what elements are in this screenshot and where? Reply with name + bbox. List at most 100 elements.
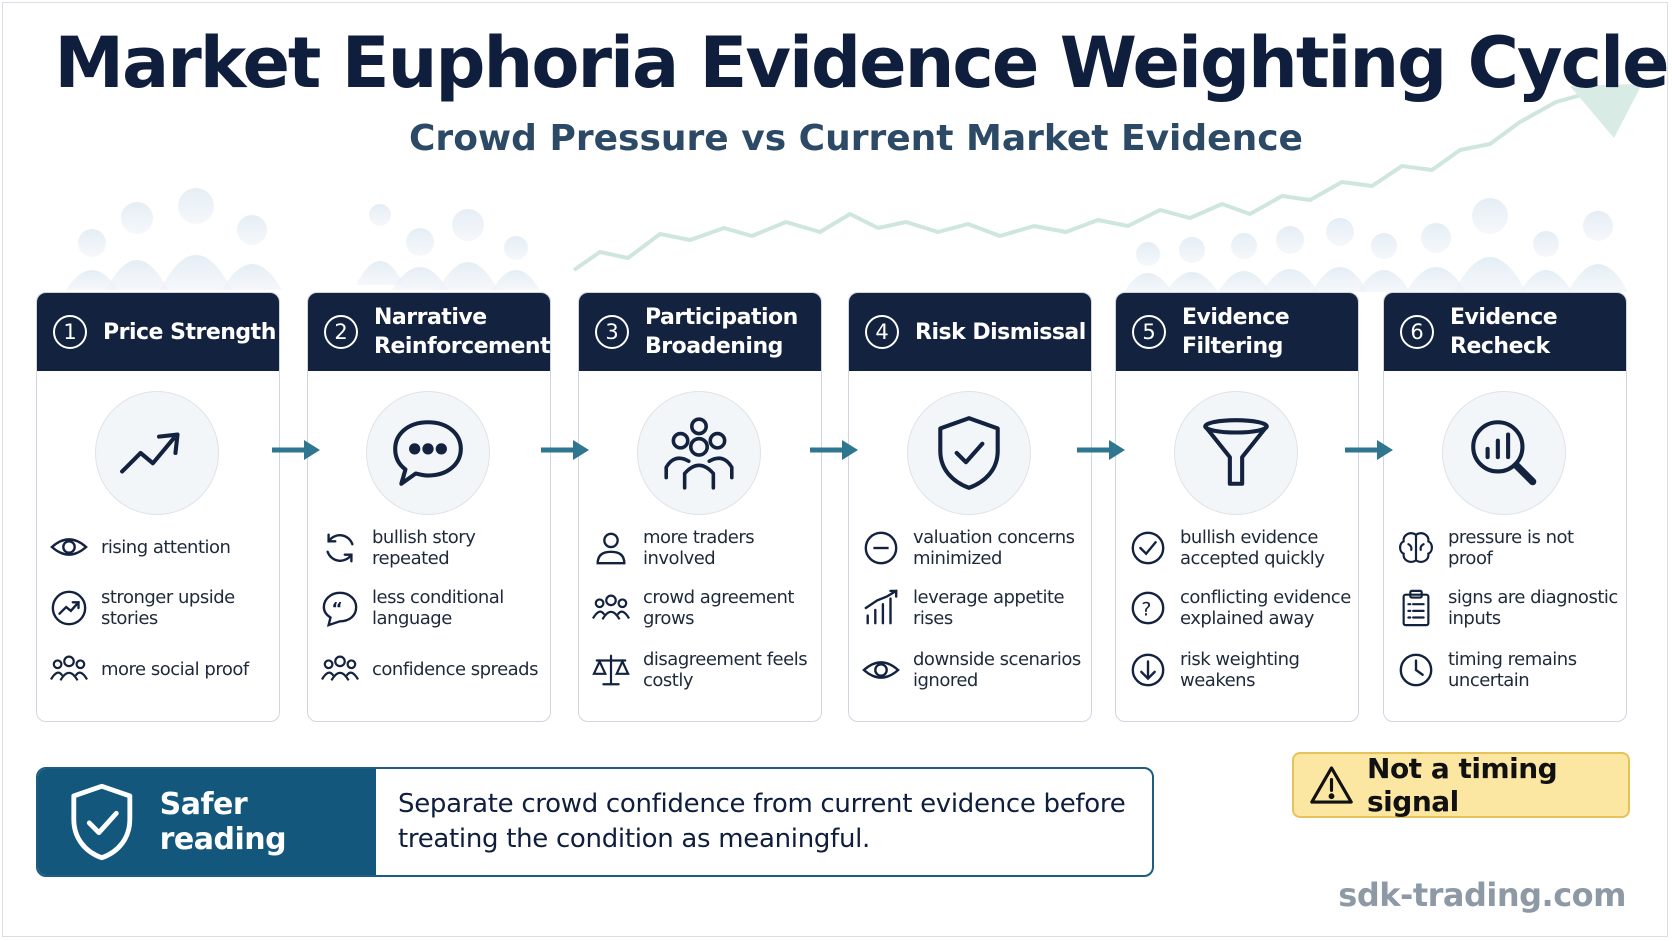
clipboard-icon <box>1396 588 1436 628</box>
funnel-icon <box>1174 391 1298 515</box>
speech-bubble-icon <box>366 391 490 515</box>
safer-reading-header: Safer reading <box>38 769 376 875</box>
item-text: stronger upside stories <box>101 587 235 629</box>
question-circle-icon: ? <box>1128 588 1168 628</box>
clock-icon <box>1396 650 1436 690</box>
stage-card-3: 3 Participation Broadening more traders … <box>578 292 822 722</box>
warning-triangle-icon <box>1310 766 1353 804</box>
stage-header: 6 Evidence Recheck <box>1384 293 1626 371</box>
crowd-icon <box>637 391 761 515</box>
flow-arrow-icon <box>272 440 320 460</box>
people-group-icon <box>591 588 631 628</box>
magnifier-chart-icon <box>1442 391 1566 515</box>
item-text: less conditional language <box>372 587 504 629</box>
list-item: valuation concerns minimized <box>861 527 1087 569</box>
list-item: downside scenarios ignored <box>861 649 1087 691</box>
item-text: bullish evidence accepted quickly <box>1180 527 1325 569</box>
list-item: disagreement feels costly <box>591 649 817 691</box>
stage-header: 2 Narrative Reinforcement <box>308 293 550 371</box>
item-text: risk weighting weakens <box>1180 649 1300 691</box>
svg-text:?: ? <box>1141 599 1151 621</box>
item-text: crowd agreement grows <box>643 587 794 629</box>
flow-arrow-icon <box>810 440 858 460</box>
item-text: rising attention <box>101 536 231 558</box>
shield-check-icon <box>71 783 133 861</box>
stage-card-4: 4 Risk Dismissal valuation concerns mini… <box>848 292 1092 722</box>
item-text: leverage appetite rises <box>913 587 1065 629</box>
stage-header: 5 Evidence Filtering <box>1116 293 1358 371</box>
stage-title: Risk Dismissal <box>915 319 1086 345</box>
list-item: leverage appetite rises <box>861 587 1087 629</box>
flow-arrow-icon <box>1345 440 1393 460</box>
list-item: more traders involved <box>591 527 817 569</box>
shield-check-icon <box>907 391 1031 515</box>
list-item: signs are diagnostic inputs <box>1396 587 1622 629</box>
stage-header: 3 Participation Broadening <box>579 293 821 371</box>
item-text: signs are diagnostic inputs <box>1448 587 1618 629</box>
flow-arrow-icon <box>1077 440 1125 460</box>
list-item: timing remains uncertain <box>1396 649 1622 691</box>
stage-number: 1 <box>53 315 87 349</box>
stage-title: Participation Broadening <box>645 305 798 359</box>
stage-title: Narrative Reinforcement <box>374 305 551 359</box>
flow-arrow-icon <box>541 440 589 460</box>
warning-text: Not a timing signal <box>1367 752 1558 818</box>
people-group-icon <box>320 649 360 689</box>
list-item: more social proof <box>49 649 275 689</box>
item-text: downside scenarios ignored <box>913 649 1081 691</box>
item-text: conflicting evidence explained away <box>1180 587 1351 629</box>
item-text: bullish story repeated <box>372 527 476 569</box>
eye-icon <box>861 650 901 690</box>
item-text: more social proof <box>101 658 249 680</box>
stage-card-5: 5 Evidence Filtering bullish evidence ac… <box>1115 292 1359 722</box>
safer-reading-label: Safer reading <box>159 787 287 857</box>
trend-circle-icon <box>49 588 89 628</box>
person-icon <box>591 528 631 568</box>
stage-number: 4 <box>865 315 899 349</box>
stage-card-2: 2 Narrative Reinforcement bullish story … <box>307 292 551 722</box>
stage-header: 1 Price Strength <box>37 293 279 371</box>
list-item: bullish story repeated <box>320 527 546 569</box>
item-text: pressure is not proof <box>1448 527 1574 569</box>
page-title: Market Euphoria Evidence Weighting Cycle <box>54 22 1669 104</box>
trending-up-icon <box>95 391 219 515</box>
stage-header: 4 Risk Dismissal <box>849 293 1091 371</box>
brain-icon <box>1396 528 1436 568</box>
list-item: “ less conditional language <box>320 587 546 629</box>
list-item: pressure is not proof <box>1396 527 1622 569</box>
item-text: valuation concerns minimized <box>913 527 1075 569</box>
item-text: timing remains uncertain <box>1448 649 1577 691</box>
stage-number: 6 <box>1400 315 1434 349</box>
stage-number: 5 <box>1132 315 1166 349</box>
item-text: disagreement feels costly <box>643 649 808 691</box>
list-item: crowd agreement grows <box>591 587 817 629</box>
refresh-icon <box>320 528 360 568</box>
site-url: sdk-trading.com <box>1338 876 1626 914</box>
item-text: more traders involved <box>643 527 755 569</box>
svg-text:“: “ <box>331 600 342 620</box>
page-subtitle: Crowd Pressure vs Current Market Evidenc… <box>409 118 1303 159</box>
stage-card-1: 1 Price Strength rising attention strong… <box>36 292 280 722</box>
stage-title: Price Strength <box>103 319 276 345</box>
warning-badge: Not a timing signal <box>1292 752 1630 818</box>
minus-circle-icon <box>861 528 901 568</box>
item-text: confidence spreads <box>372 658 538 680</box>
list-item: risk weighting weakens <box>1128 649 1354 691</box>
safer-reading-panel: Safer reading Separate crowd confidence … <box>36 767 1154 877</box>
safer-reading-text: Separate crowd confidence from current e… <box>398 789 1126 854</box>
stage-number: 2 <box>324 315 358 349</box>
list-item: confidence spreads <box>320 649 546 689</box>
stage-number: 3 <box>595 315 629 349</box>
list-item: stronger upside stories <box>49 587 275 629</box>
scales-icon <box>591 650 631 690</box>
stage-title: Evidence Filtering <box>1182 305 1290 359</box>
stage-title: Evidence Recheck <box>1450 305 1558 359</box>
people-group-icon <box>49 649 89 689</box>
stage-card-6: 6 Evidence Recheck pressure is not proof… <box>1383 292 1627 722</box>
arrow-down-circle-icon <box>1128 650 1168 690</box>
eye-icon <box>49 527 89 567</box>
check-circle-icon <box>1128 528 1168 568</box>
bar-growth-icon <box>861 588 901 628</box>
list-item: rising attention <box>49 527 275 567</box>
